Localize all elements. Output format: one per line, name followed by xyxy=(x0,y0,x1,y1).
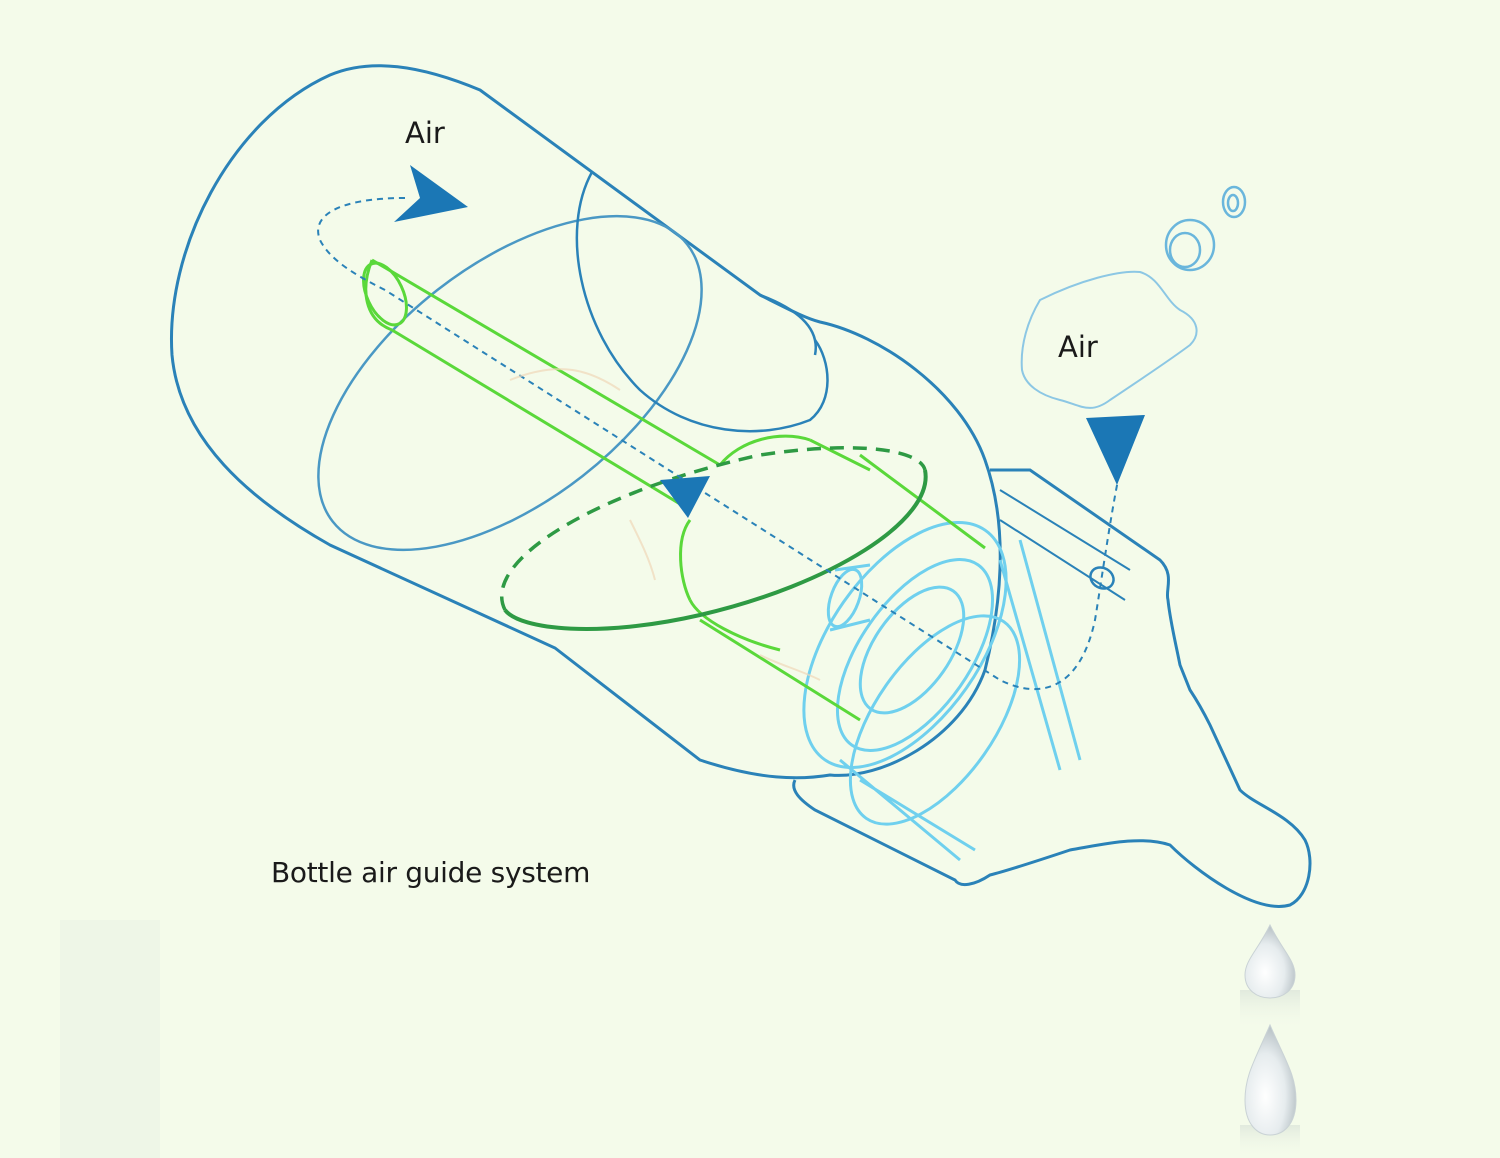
nipple-rings xyxy=(763,487,1080,860)
bottle-cross-section xyxy=(260,151,760,614)
milk-drop-icon xyxy=(1240,925,1300,1158)
diagram-caption: Bottle air guide system xyxy=(271,856,590,889)
arrow-down-icon xyxy=(1086,415,1145,485)
vent-hole xyxy=(1087,563,1118,592)
bubble-icon xyxy=(1166,187,1245,270)
left-shadow-band xyxy=(60,920,160,1158)
air-flow-path xyxy=(318,198,1118,689)
bottle-outline xyxy=(171,66,1000,778)
air-label-top: Air xyxy=(405,116,445,150)
bottle-collar xyxy=(794,470,1310,906)
bottle-shoulder xyxy=(760,295,816,355)
arrow-right-icon xyxy=(394,165,468,222)
milk-stream-hint xyxy=(510,369,820,680)
air-label-right: Air xyxy=(1058,330,1098,364)
air-cloud xyxy=(1022,272,1197,408)
collar-inner-line xyxy=(1000,490,1130,600)
valve-ring-solid xyxy=(505,470,926,629)
